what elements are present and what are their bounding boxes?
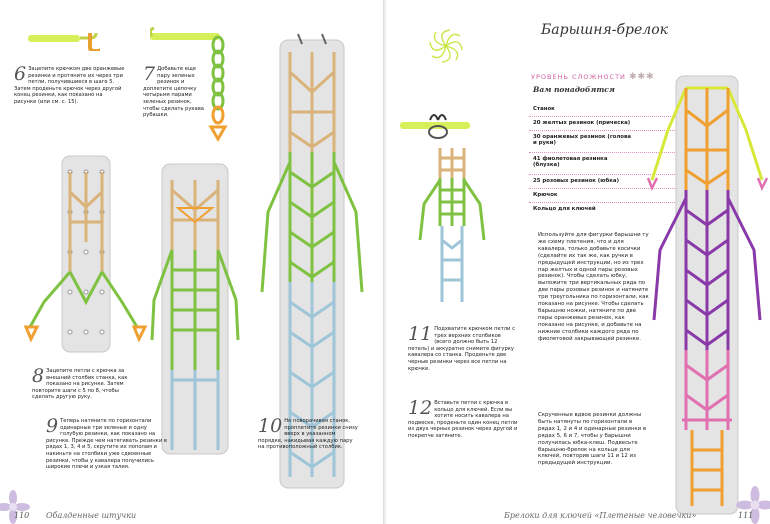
- material-item: 20 желтых резинок (прическа): [533, 120, 631, 126]
- step-9: 9 Теперь натяните по горизонтали одинарн…: [46, 415, 170, 471]
- instruction-paragraph: Скрученные вдвое резинки должны быть нат…: [538, 412, 647, 467]
- page-footer: Обалденные штучки: [46, 511, 137, 520]
- divider: [529, 130, 679, 131]
- step-number: 6: [14, 63, 27, 85]
- step-6: 6 Зацепите крючком две оранжевые резинки…: [14, 63, 126, 106]
- swirl-decoration-icon: [429, 29, 463, 63]
- material-item: 30 оранжевых резинок (голова и руки): [533, 134, 632, 146]
- divider: [529, 152, 679, 153]
- materials-heading: Вам понадобятся: [533, 85, 615, 94]
- difficulty-stars: ✱✱✱: [628, 72, 655, 82]
- book-gutter: [383, 0, 387, 524]
- page-number: 110: [14, 511, 30, 520]
- step-number: 11: [408, 323, 433, 345]
- page-title: Барышня-брелок: [541, 22, 668, 38]
- step-12: 12 Вставьте петли с крючка в кольцо для …: [408, 397, 518, 440]
- loom-diagram-shoulders: [150, 163, 240, 455]
- crochet-hook-icon: [150, 27, 220, 40]
- step-text: Не поворачивая станок, проплетите резинк…: [258, 418, 358, 451]
- page-number: 111: [738, 511, 754, 520]
- material-item: Крючок: [533, 192, 558, 198]
- step-text: Зацепите петли с крючка за внешний столб…: [32, 368, 128, 401]
- crochet-hook-keyring-icon: [400, 114, 470, 139]
- step-text: Зацепите крючком две оранжевые резинки и…: [14, 66, 125, 105]
- crochet-hook-icon: [28, 32, 100, 51]
- step-number: 10: [258, 415, 283, 437]
- divider: [529, 188, 679, 189]
- step-7: 7 Добавьте еще пару зеленых резинок и до…: [143, 63, 205, 119]
- divider: [529, 202, 679, 203]
- page-footer: Брелоки для ключей «Плетеные человечки»: [504, 511, 697, 520]
- step-text: Теперь натяните по горизонтали одинарные…: [46, 418, 167, 471]
- boy-figure-illustration: [418, 148, 486, 302]
- loom-diagram-arm: [23, 155, 148, 353]
- divider: [529, 116, 679, 117]
- step-number: 12: [408, 397, 433, 419]
- green-chain-illustration: [208, 35, 228, 142]
- flower-decoration-icon: [736, 486, 770, 524]
- left-page: 6 Зацепите крючком две оранжевые резинки…: [0, 0, 384, 524]
- step-text: Подхватите крючком петли с трех верхних …: [408, 326, 515, 372]
- material-item: Станок: [533, 106, 555, 112]
- loom-diagram-full-boy: [260, 33, 364, 489]
- step-number: 8: [32, 365, 45, 387]
- step-10: 10 Не поворачивая станок, проплетите рез…: [258, 415, 358, 451]
- flower-decoration-icon: [0, 490, 30, 524]
- step-number: 7: [143, 63, 156, 85]
- material-item: Кольцо для ключей: [533, 206, 596, 212]
- step-11: 11 Подхватите крючком петли с трех верхн…: [408, 323, 518, 372]
- material-item: 25 розовых резинок (юбка): [533, 178, 620, 184]
- instruction-paragraph: Используйте для фигурки барышни ту же сх…: [538, 232, 649, 342]
- difficulty-level: УРОВЕНЬ СЛОЖНОСТИ ✱✱✱: [531, 72, 655, 82]
- step-number: 9: [46, 415, 59, 437]
- divider: [529, 174, 679, 175]
- step-text: Добавьте еще пару зеленых резинок и допл…: [143, 66, 204, 119]
- difficulty-label: УРОВЕНЬ СЛОЖНОСТИ: [531, 73, 626, 81]
- material-item: 41 фиолетовая резинка (блузка): [533, 156, 608, 168]
- step-text: Вставьте петли с крючка в кольцо для клю…: [408, 400, 518, 439]
- right-page: 11 Подхватите крючком петли с трех верхн…: [386, 0, 770, 524]
- step-8: 8 Зацепите петли с крючка за внешний сто…: [32, 365, 140, 401]
- loom-diagram-girl: [646, 75, 768, 515]
